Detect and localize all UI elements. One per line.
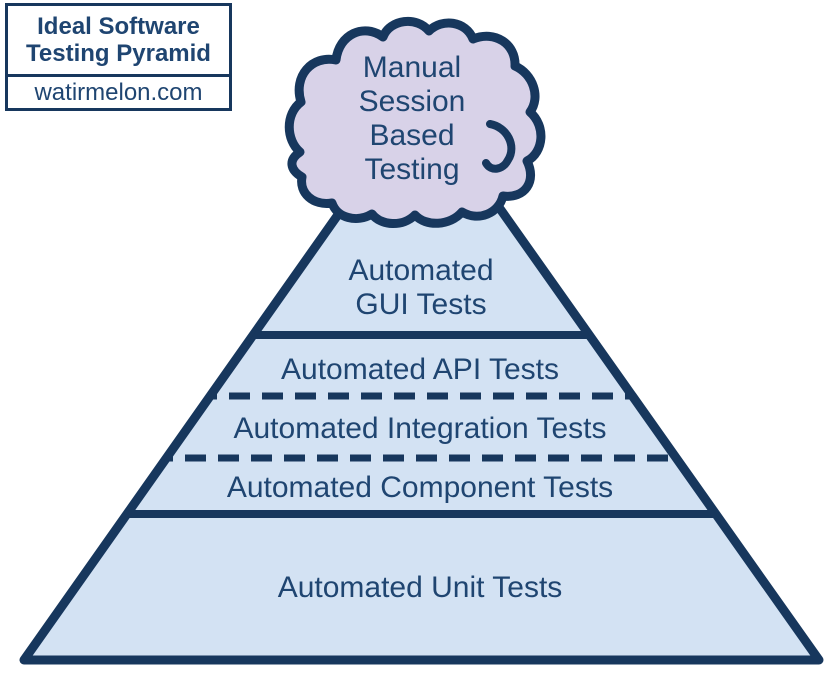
diagram-title: Ideal Software Testing Pyramid [26,13,211,67]
pyramid-shape [19,92,824,665]
layer-label-gui-tests: Automated GUI Tests [348,254,494,321]
layer-label-component-tests: Automated Component Tests [226,471,614,504]
cloud-label-manual-session: Manual Session Based Testing [358,51,466,186]
layer-label-api-tests: Automated API Tests [281,353,559,386]
layer-label-unit-tests: Automated Unit Tests [277,571,563,604]
layer-label-integration-tests: Automated Integration Tests [233,412,607,445]
title-box-divider [8,74,229,77]
cloud-shape [284,16,546,228]
website-label: watirmelon.com [34,78,203,106]
cloud-inner-curl [482,120,516,173]
source-title-box: Ideal Software Testing Pyramid watirmelo… [5,3,232,111]
